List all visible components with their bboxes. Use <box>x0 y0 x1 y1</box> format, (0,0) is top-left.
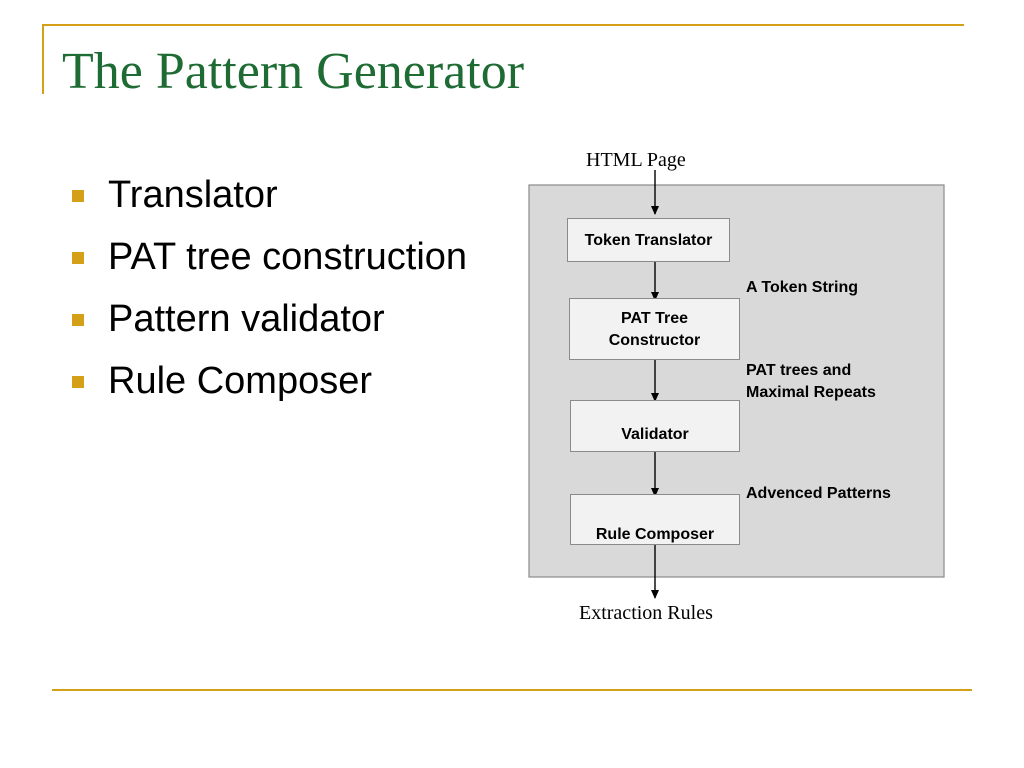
pat-tree-constructor-node: PAT Tree Constructor <box>569 298 740 360</box>
slide-title: The Pattern Generator <box>62 43 525 100</box>
diagram-canvas <box>528 170 945 599</box>
title-accent-line-left <box>42 24 44 94</box>
rule-composer-node: Rule Composer <box>570 494 740 545</box>
footer-accent-line <box>52 689 972 691</box>
bullet-text: Rule Composer <box>108 360 372 402</box>
node-label: Token Translator <box>584 232 713 249</box>
node-label-line1: PAT Tree <box>621 310 688 327</box>
bullet-item-pat-tree-construction: PAT tree construction <box>72 232 467 294</box>
square-bullet-icon <box>72 376 84 388</box>
square-bullet-icon <box>72 314 84 326</box>
bullet-text: Translator <box>108 174 278 216</box>
token-translator-node: Token Translator <box>567 218 730 262</box>
title-accent-line-top <box>42 24 964 26</box>
bullet-item-translator: Translator <box>72 170 467 232</box>
bullet-item-pattern-validator: Pattern validator <box>72 294 467 356</box>
square-bullet-icon <box>72 252 84 264</box>
validator-node: Validator <box>570 400 740 452</box>
advanced-patterns-label: Advenced Patterns <box>746 485 891 502</box>
pat-trees-label-line1: PAT trees and <box>746 362 852 379</box>
pattern-generator-diagram: HTML Page Token Translator A Token Strin… <box>520 140 960 640</box>
node-label: Validator <box>621 426 689 443</box>
html-page-label: HTML Page <box>586 149 686 171</box>
bullet-text: Pattern validator <box>108 298 385 340</box>
pat-trees-label-line2: Maximal Repeats <box>746 384 876 401</box>
node-label: Rule Composer <box>595 526 715 543</box>
extraction-rules-label: Extraction Rules <box>579 602 713 624</box>
bullet-item-rule-composer: Rule Composer <box>72 356 467 418</box>
token-string-label: A Token String <box>746 279 858 296</box>
bullet-text: PAT tree construction <box>108 236 468 278</box>
square-bullet-icon <box>72 190 84 202</box>
node-label-line2: Constructor <box>608 332 701 349</box>
bullet-list: Translator PAT tree construction Pattern… <box>72 170 467 418</box>
